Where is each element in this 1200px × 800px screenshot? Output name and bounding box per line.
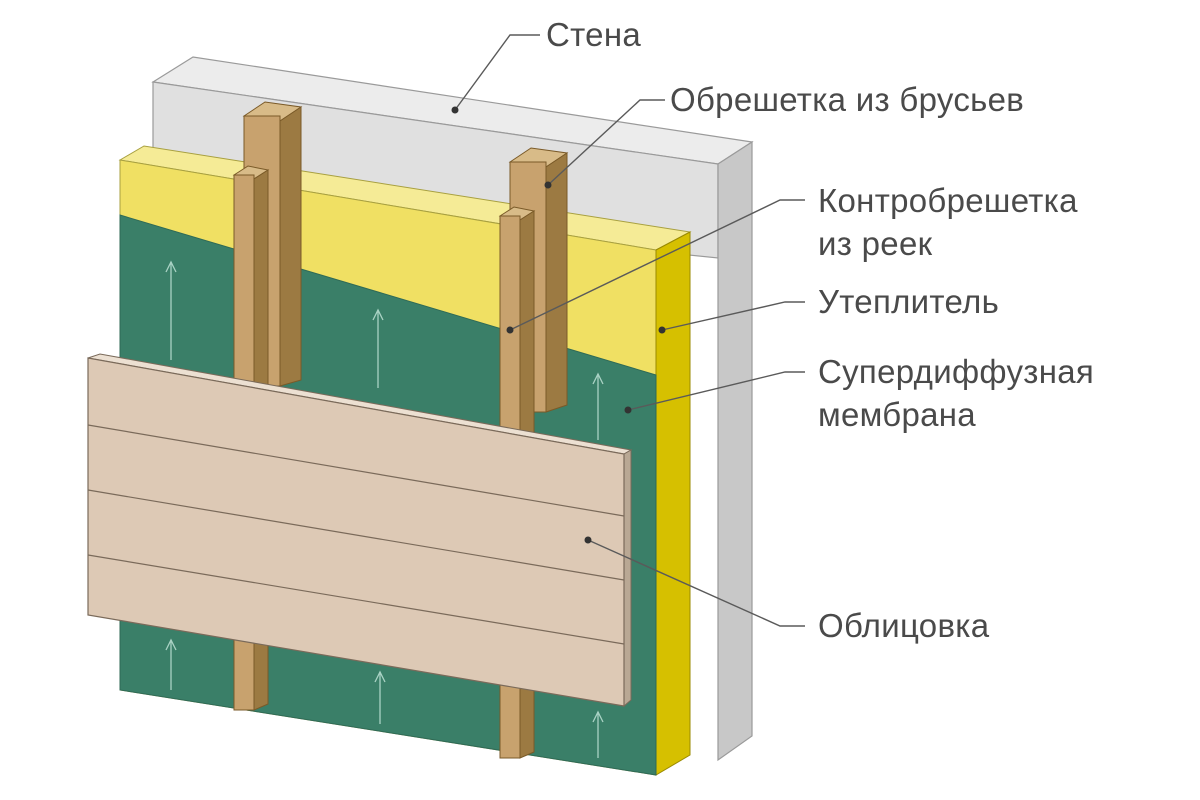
leader-line-insulation xyxy=(661,301,805,331)
leader-dot-batten-beams xyxy=(544,181,552,189)
cladding-board-seam-2 xyxy=(87,489,625,581)
airflow-arrow-1-head xyxy=(165,260,177,273)
leader-line-wall xyxy=(454,34,540,111)
leader-dot-insulation xyxy=(658,326,666,334)
airflow-arrow-2-head xyxy=(372,308,384,321)
label-counter-batten-line1: Контробрешетка xyxy=(818,182,1078,219)
label-batten-beams: Обрешетка из брусьев xyxy=(670,81,1025,118)
airflow-arrow-4-head xyxy=(165,638,177,651)
label-counter-batten-line2: из реек xyxy=(818,225,933,262)
airflow-arrows xyxy=(165,260,604,758)
batten-beam-left-side xyxy=(279,106,302,387)
cladding-front xyxy=(87,357,625,707)
leader-dot-membrane xyxy=(624,406,632,414)
leader-line-counter-batten xyxy=(509,199,805,331)
leader-line-membrane xyxy=(627,371,805,411)
leader-line-batten-beams xyxy=(547,99,665,186)
batten-beam-right-side xyxy=(545,152,568,413)
label-membrane-line2: мембрана xyxy=(818,396,976,433)
insulation-side-face xyxy=(655,231,691,776)
label-wall: Стена xyxy=(546,16,642,53)
airflow-arrow-5-head xyxy=(374,670,386,683)
airflow-arrow-6-head xyxy=(592,710,604,723)
cladding-board-seam-3 xyxy=(87,554,625,645)
cladding-boards xyxy=(87,353,633,708)
label-cladding: Облицовка xyxy=(818,607,990,644)
leader-dot-counter-batten xyxy=(506,326,514,334)
cladding-side-edge xyxy=(623,449,632,708)
leader-dot-wall xyxy=(451,106,459,114)
label-membrane-line1: Супердиффузная xyxy=(818,353,1095,390)
airflow-arrow-3-head xyxy=(592,372,604,385)
wall-side-face xyxy=(717,140,753,762)
leader-line-cladding xyxy=(587,539,805,627)
cladding-board-seam-1 xyxy=(87,424,625,517)
leader-dot-cladding xyxy=(584,536,592,544)
label-insulation: Утеплитель xyxy=(818,283,1000,320)
leader-lines xyxy=(451,34,805,627)
